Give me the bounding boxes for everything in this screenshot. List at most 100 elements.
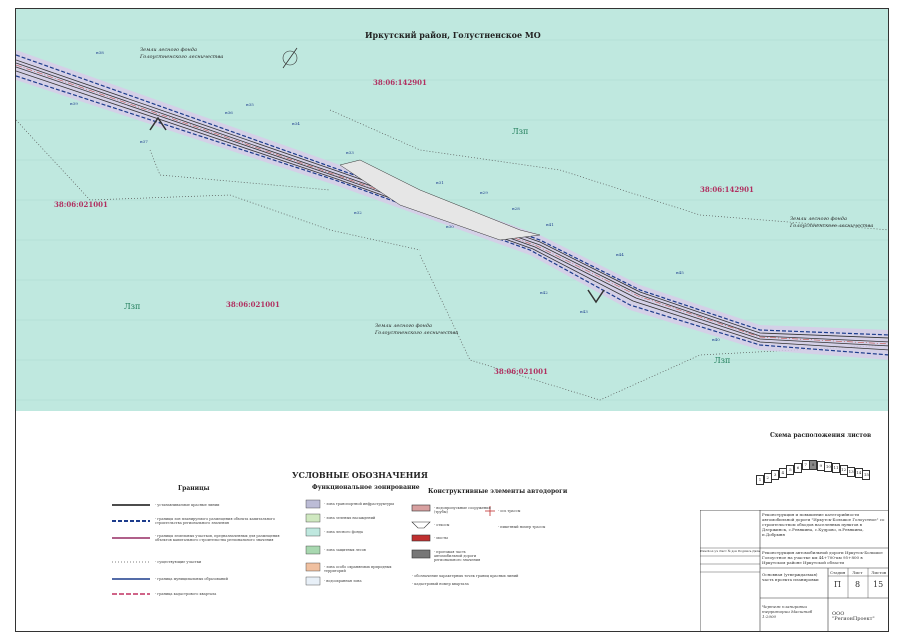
picket-label: н32 bbox=[354, 210, 362, 215]
drawing-name: Чертеж планировки территории Масштаб 1:2… bbox=[762, 604, 813, 619]
scheme-sheet-cell: 11 bbox=[832, 463, 840, 473]
stage-value: П bbox=[834, 580, 841, 589]
forest-label-line: Земли лесного фонда bbox=[375, 323, 432, 329]
parcel-label: 38:06:142901 bbox=[373, 78, 427, 87]
scheme-sheet-cell: 3 bbox=[771, 470, 780, 480]
forest-label: Земли лесного фонда Голоустненского лесн… bbox=[790, 216, 873, 230]
title-block: Реконструкция и повышение категорийности… bbox=[700, 510, 889, 632]
legend-item: - граница кадастрового квартала bbox=[155, 592, 217, 596]
zone-label: Лзп bbox=[124, 302, 141, 311]
picket-label: н43 bbox=[580, 309, 588, 314]
title-block-grid bbox=[700, 510, 889, 632]
stage-header: Стадия bbox=[830, 570, 846, 575]
zone-label: Лзп bbox=[512, 127, 529, 136]
forest-label-line: Земли лесного фонда bbox=[140, 47, 197, 53]
legend-item: - границы земельных участков, предназнач… bbox=[155, 534, 280, 542]
legend-title: УСЛОВНЫЕ ОБОЗНАЧЕНИЯ bbox=[292, 470, 428, 480]
legend-item: - зона особо охраняемых природных террит… bbox=[324, 565, 392, 573]
picket-label: н34 bbox=[292, 121, 300, 126]
culvert-marker bbox=[149, 116, 167, 131]
road-junction bbox=[339, 159, 541, 241]
scheme-sheet-cell: 5 bbox=[786, 465, 795, 475]
legend-note: - кадастровый номер квартала bbox=[412, 582, 469, 586]
scheme-sheet-cell: 6 bbox=[794, 462, 802, 473]
picket-label: н44 bbox=[616, 252, 624, 257]
sheets-header: Листов bbox=[871, 570, 887, 575]
section-name: Основная (утверждаемая) часть проекта пл… bbox=[762, 572, 819, 582]
scheme-sheet-cell: 1 bbox=[756, 475, 764, 485]
scheme-sheet-cell: 12 bbox=[839, 465, 848, 475]
picket-label: н33 bbox=[346, 150, 354, 155]
forest-label: Земли лесного фонда Голоустненского лесн… bbox=[140, 47, 223, 61]
legend-item: - зона лесного фонда bbox=[324, 530, 364, 534]
picket-label: н37 bbox=[140, 139, 148, 144]
legend-elements-title: Конструктивные элементы автодороги bbox=[428, 488, 568, 495]
cadastral-boundary bbox=[16, 119, 421, 251]
forest-label-line: Голоустненского лесничества bbox=[790, 223, 874, 229]
legend-item: - ось трассы bbox=[498, 509, 521, 513]
legend-item: - устанавливаемые красные линии bbox=[155, 503, 220, 507]
scheme-sheet-cell: 10 bbox=[824, 462, 833, 472]
red-line bbox=[16, 59, 888, 339]
planning-map bbox=[16, 9, 888, 411]
parcel-label: 38:06:142901 bbox=[700, 185, 754, 194]
legend-item: - граница муниципальных образований bbox=[155, 577, 228, 581]
forest-label-line: Голоустненского лесничества bbox=[140, 54, 224, 60]
zone-label: Лзп bbox=[714, 356, 731, 365]
scheme-sheet-cell: 7 bbox=[801, 460, 810, 470]
scheme-sheet-cell: 14 bbox=[854, 468, 863, 478]
revision-columns: Изм Кол.уч Лист № док Подпись Дата bbox=[700, 549, 760, 553]
picket-label: н28 bbox=[512, 206, 520, 211]
road-axis bbox=[16, 64, 888, 345]
scheme-sheet-cell: 4 bbox=[778, 467, 787, 478]
picket-label: н42 bbox=[540, 290, 548, 295]
legend-zoning-title: Функциональное зонирование bbox=[312, 484, 420, 491]
scheme-sheet-cell: 9 bbox=[816, 461, 825, 471]
sheet-frame bbox=[15, 8, 889, 632]
sheet-header: Лист bbox=[852, 570, 863, 575]
object-name: Реконструкция автомобильной дороги Иркут… bbox=[762, 550, 883, 565]
forest-label-line: Земли лесного фонда bbox=[790, 216, 847, 222]
scheme-sheet-cell: 15 bbox=[862, 469, 871, 480]
sheets-value: 15 bbox=[873, 580, 884, 589]
scheme-sheet-cell: 2 bbox=[763, 472, 772, 483]
picket-label: н39 bbox=[70, 101, 78, 106]
project-name: Реконструкция и повышение категорийности… bbox=[762, 512, 885, 537]
legend-item: - откосы bbox=[434, 523, 450, 527]
parcel-label: 38:06:021001 bbox=[226, 300, 280, 309]
picket-label: н41 bbox=[546, 222, 554, 227]
picket-label: н38 bbox=[96, 50, 104, 55]
picket-label: н35 bbox=[246, 102, 254, 107]
rev-col: Кол.уч bbox=[707, 549, 719, 553]
picket-label: н29 bbox=[480, 190, 488, 195]
north-arrow bbox=[282, 47, 298, 69]
legend-borders-title: Границы bbox=[178, 485, 210, 492]
parcel-label: 38:06:021001 bbox=[494, 367, 548, 376]
legend-item: - водоохранная зона bbox=[324, 579, 362, 583]
rev-col: Лист bbox=[719, 549, 727, 553]
forest-label: Земли лесного фонда Голоустненского лесн… bbox=[375, 323, 458, 337]
picket-label: н31 bbox=[436, 180, 444, 185]
legend-item: - проезжая часть автомобильной дороги ре… bbox=[434, 550, 481, 562]
legend-item: - мосты bbox=[434, 536, 448, 540]
scheme-sheet-cell: 13 bbox=[847, 466, 856, 477]
legend-note: - обозначение характерных точек границ к… bbox=[412, 574, 519, 578]
picket-label: н40 bbox=[712, 337, 720, 342]
picket-label: н45 bbox=[676, 270, 684, 275]
rev-col: Изм bbox=[700, 549, 707, 553]
organization: ООО "РегионПроект" bbox=[832, 611, 875, 622]
parcel-label: 38:06:021001 bbox=[54, 200, 108, 209]
forest-label-line: Голоустненского лесничества bbox=[375, 330, 459, 336]
rev-col: Подпись bbox=[737, 549, 752, 553]
picket-label: н36 bbox=[225, 110, 233, 115]
legend-item: - существующие участки bbox=[155, 560, 202, 564]
legend-item: - водопропускные сооружения (трубы) bbox=[434, 506, 491, 514]
sheet-value: 8 bbox=[855, 580, 861, 589]
scheme-sheet-cell: 8 bbox=[809, 460, 818, 470]
legend-item: - границы зон планируемого размещения об… bbox=[155, 517, 275, 525]
legend-item: - зона защитных лесов bbox=[324, 548, 366, 552]
rev-col: № док bbox=[727, 549, 737, 553]
map-title: Иркутский район, Голустненское МО bbox=[365, 30, 541, 40]
